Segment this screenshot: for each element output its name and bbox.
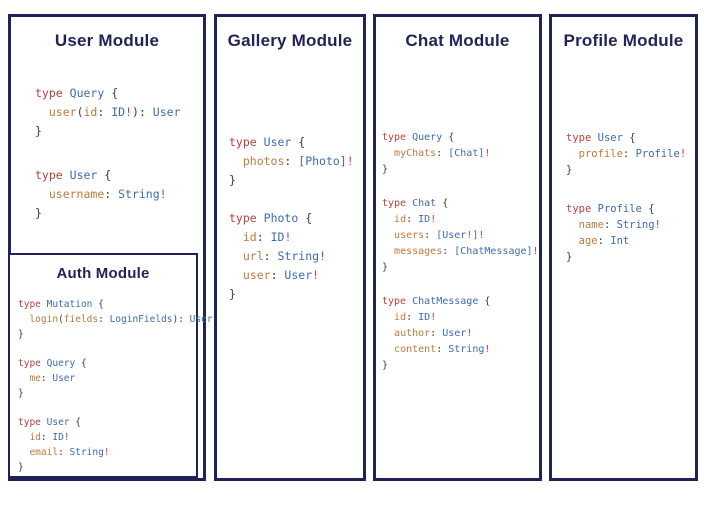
auth-module-code: type Mutation { login(fields: LoginField… — [18, 299, 213, 473]
profile-module-title: Profile Module — [563, 31, 684, 50]
chat-module-title: Chat Module — [405, 31, 510, 50]
panel-profile-module: Profile Module type User { profile: Prof… — [549, 14, 698, 481]
user-module-title: User Module — [54, 31, 160, 50]
panel-auth-module: Auth Module type Mutation { login(fields… — [8, 253, 213, 478]
chat-module-code: type Query { myChats: [Chat]!}type Chat … — [382, 132, 539, 371]
panel-chat-module: Chat Module type Query { myChats: [Chat]… — [373, 14, 542, 481]
gallery-module-code: type User { photos: [Photo]!}type Photo … — [229, 135, 354, 301]
gallery-module-title: Gallery Module — [227, 31, 353, 50]
profile-module-code: type User { profile: Profile!}type Profi… — [566, 132, 687, 263]
user-module-code: type Query { user(id: ID!): User}type Us… — [35, 86, 181, 220]
auth-module-title: Auth Module — [56, 265, 150, 282]
panel-gallery-module: Gallery Module type User { photos: [Phot… — [214, 14, 366, 481]
